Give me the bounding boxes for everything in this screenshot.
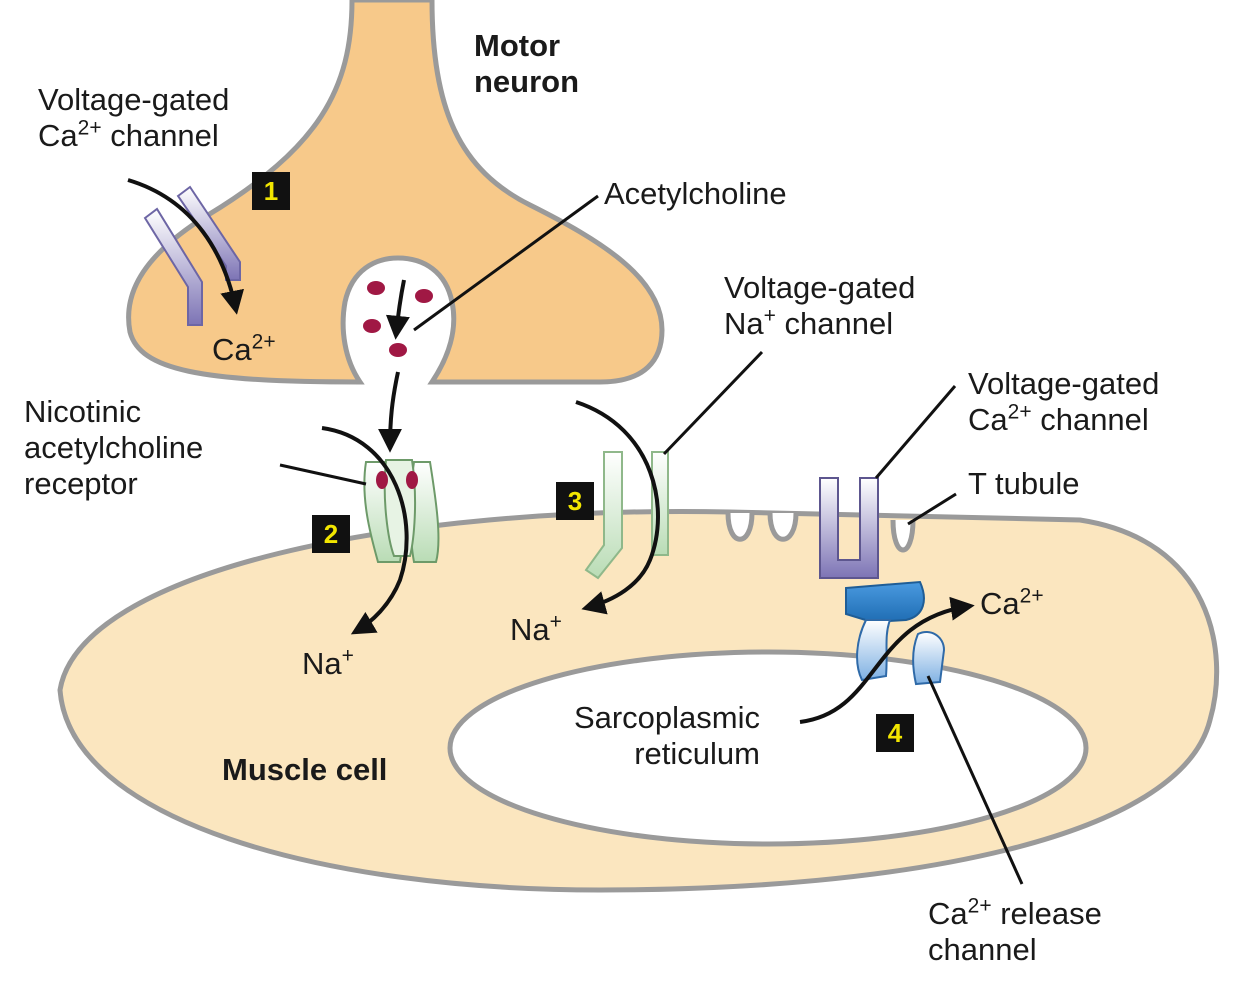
arrows — [127, 178, 975, 724]
step-1-number: 1 — [263, 175, 279, 206]
label-motor-neuron-line1: Motor — [474, 28, 561, 63]
nicotinic-receptor — [363, 459, 440, 563]
t-tubule — [725, 512, 916, 553]
label-sarcoplasmic-reticulum: Sarcoplasmic reticulum — [510, 700, 760, 772]
label-vg-ca-channel-muscle: Voltage-gated Ca2+ channel — [968, 366, 1159, 438]
label-sr-line1: Sarcoplasmic — [573, 700, 760, 735]
label-vg-na-channel: Voltage-gated Na+ channel — [724, 270, 915, 342]
label-nicotinic-line2: acetylcholine — [24, 430, 204, 465]
label-vg-ca-neuron-line2: Ca2+ channel — [38, 116, 219, 153]
motor-neuron-terminal — [126, 0, 665, 385]
leader-lines — [279, 194, 1024, 885]
arrow-ca-influx — [127, 178, 244, 315]
label-motor-neuron-line2: neuron — [474, 64, 580, 99]
label-nicotinic-receptor: Nicotinic acetylcholine receptor — [24, 394, 203, 502]
step-3-number: 3 — [567, 485, 583, 516]
label-nicotinic-line3: receptor — [24, 466, 138, 501]
label-motor-neuron: Motor neuron — [474, 28, 579, 100]
arrow-ca-release — [799, 596, 975, 724]
bound-acetylcholine — [376, 471, 418, 489]
arrow-ach-to-receptor — [378, 371, 403, 453]
label-vg-na-line1: Voltage-gated — [724, 270, 916, 305]
label-ca-released: Ca2+ — [980, 584, 1044, 621]
leader-nicotinic — [279, 463, 367, 486]
label-vg-na-line2: Na+ channel — [724, 304, 894, 341]
label-na-receptor: Na+ — [302, 644, 354, 681]
label-na-channel-flow: Na+ — [510, 610, 562, 647]
ca-release-channel — [845, 580, 946, 686]
arrow-vesicle-release — [385, 279, 410, 340]
arrow-na-through-channel — [575, 400, 660, 615]
neuron-ca-channel — [143, 185, 241, 326]
step-3-marker: 3 — [556, 482, 594, 520]
leader-ca-channel — [874, 385, 957, 479]
sarcoplasmic-reticulum — [447, 649, 1089, 847]
dhpr-ca-channel — [819, 477, 879, 579]
leader-release-channel — [926, 675, 1024, 885]
step-4-marker: 4 — [876, 714, 914, 752]
arrow-na-through-receptor — [321, 426, 409, 635]
label-vg-ca-muscle-line1: Voltage-gated — [968, 366, 1160, 401]
label-vg-ca-neuron-line1: Voltage-gated — [38, 82, 230, 117]
leader-acetylcholine — [413, 194, 599, 332]
leader-t-tubule — [907, 492, 957, 526]
step-4-number: 4 — [887, 717, 903, 748]
leader-na-channel — [662, 350, 764, 456]
label-t-tubule: T tubule — [968, 466, 1080, 501]
label-vg-ca-channel-neuron: Voltage-gated Ca2+ channel — [38, 82, 229, 154]
label-acetylcholine: Acetylcholine — [604, 176, 787, 211]
label-nicotinic-line1: Nicotinic — [24, 394, 142, 429]
label-ca-release-channel: Ca2+ release channel — [928, 896, 1102, 968]
label-vg-ca-muscle-line2: Ca2+ channel — [968, 400, 1149, 437]
label-release-line1: Ca2+ release — [928, 894, 1102, 931]
step-2-marker: 2 — [312, 515, 350, 553]
step-1-marker: 1 — [252, 172, 290, 210]
label-sr-line2: reticulum — [634, 736, 760, 771]
acetylcholine-molecules — [363, 281, 433, 357]
label-ca-inside-neuron: Ca2+ — [212, 330, 276, 367]
step-2-number: 2 — [323, 518, 339, 549]
label-muscle-cell: Muscle cell — [222, 752, 388, 787]
label-release-line2: channel — [928, 932, 1037, 967]
